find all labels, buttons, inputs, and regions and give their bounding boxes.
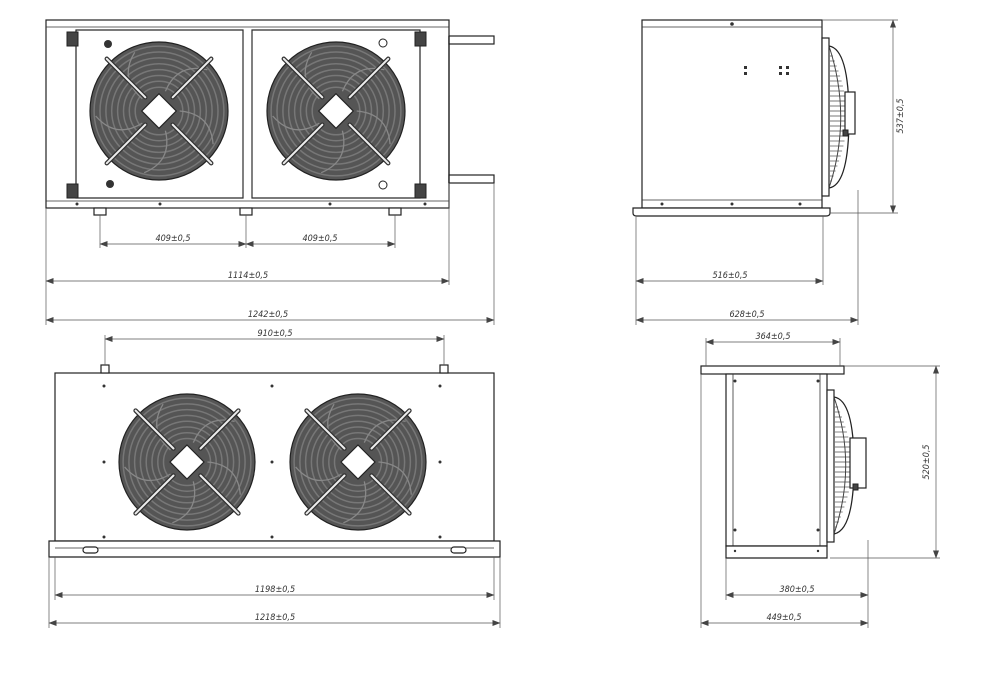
dim-side-bottom-base-depth: 380±0,5 xyxy=(779,585,814,595)
dim-base-width: 1198±0,5 xyxy=(255,585,295,595)
fan-guard xyxy=(266,41,406,181)
front-view-bottom xyxy=(48,364,501,558)
dimension-lines-side-bottom xyxy=(700,338,940,628)
dim-side-overall-depth: 628±0,5 xyxy=(729,310,764,320)
dim-overall-width: 1242±0,5 xyxy=(248,310,288,320)
dim-fan-pitch-right: 409±0,5 xyxy=(302,234,337,244)
dimension-lines-front-bottom xyxy=(48,335,501,628)
dim-side-base-depth: 516±0,5 xyxy=(712,271,747,281)
dim-side-bottom-height: 520±0,5 xyxy=(922,444,932,479)
fan-guard xyxy=(118,393,256,531)
dimension-lines-side-top xyxy=(635,19,898,325)
dim-top-flange: 364±0,5 xyxy=(755,332,790,342)
dim-fan-pitch-left: 409±0,5 xyxy=(155,234,190,244)
dim-mount-spacing: 910±0,5 xyxy=(257,329,292,339)
dim-side-bottom-overall-depth: 449±0,5 xyxy=(766,613,801,623)
dim-casing-width: 1114±0,5 xyxy=(228,271,268,281)
dimension-lines-front-top xyxy=(45,183,495,325)
fan-guard xyxy=(289,393,427,531)
fan-guard xyxy=(89,41,229,181)
dim-side-height: 537±0,5 xyxy=(896,98,906,133)
side-view-bottom xyxy=(700,365,867,559)
dim-bottom-overall-width: 1218±0,5 xyxy=(255,613,295,623)
side-view-top xyxy=(632,19,856,217)
